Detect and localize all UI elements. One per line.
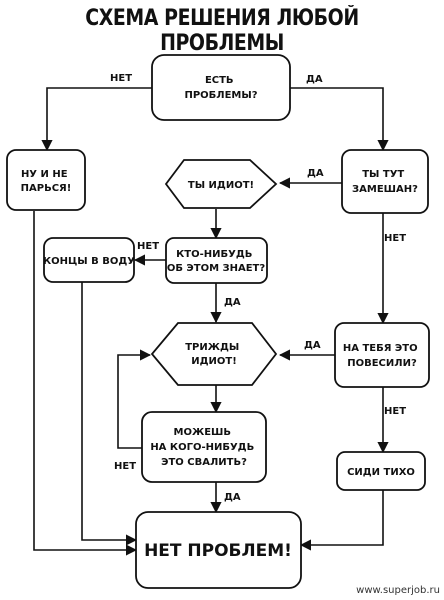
label-blamed-yes: ДА — [304, 340, 321, 351]
text-are-you-involved-line-2: ЗАМЕШАН? — [352, 184, 418, 195]
node-are-you-involved — [341, 149, 429, 214]
label-problems-no: НЕТ — [110, 73, 132, 84]
node-anyone-knows — [165, 237, 268, 284]
label-knows-no: НЕТ — [137, 241, 159, 252]
text-can-you-shift-blame-line-1: МОЖЕШЬ — [174, 427, 232, 438]
text-no-problem-line-1: НЕТ ПРОБЛЕМ! — [144, 541, 292, 561]
edge-dontworry-to-noproblem — [33, 211, 138, 556]
label-involved-yes: ДА — [307, 168, 324, 179]
node-were-you-blamed — [334, 322, 430, 388]
text-triple-idiot: ТРИЖДЫ ИДИОТ! — [185, 342, 243, 367]
text-triple-idiot-line-2: ИДИОТ! — [191, 356, 237, 367]
text-stay-silent: СИДИ ТИХО — [347, 467, 415, 478]
edge-staysilent-to-noproblem — [299, 490, 384, 551]
node-have-problems — [151, 54, 291, 121]
text-anyone-knows: КТО-НИБУДЬ ОБ ЭТОМ ЗНАЕТ? — [167, 249, 266, 274]
label-blamed-no: НЕТ — [384, 406, 406, 417]
text-are-you-involved-line-1: ТЫ ТУТ — [362, 169, 404, 180]
label-problems-yes: ДА — [306, 74, 323, 85]
label-shift-yes: ДА — [224, 492, 241, 503]
text-can-you-shift-blame: МОЖЕШЬ НА КОГО-НИБУДЬ ЭТО СВАЛИТЬ? — [150, 427, 257, 468]
watermark: www.superjob.ru — [356, 585, 440, 596]
text-no-problem: НЕТ ПРОБЛЕМ! — [144, 541, 292, 561]
edge-problems-yes — [290, 87, 389, 152]
text-dont-worry-line-1: НУ И НЕ — [21, 169, 68, 180]
node-you-idiot — [164, 159, 278, 209]
text-can-you-shift-blame-line-2: НА КОГО-НИБУДЬ — [150, 442, 254, 453]
text-are-you-involved: ТЫ ТУТ ЗАМЕШАН? — [352, 169, 418, 195]
label-shift-no: НЕТ — [114, 461, 136, 472]
text-were-you-blamed: НА ТЕБЯ ЭТО ПОВЕСИЛИ? — [343, 343, 421, 369]
text-can-you-shift-blame-line-3: ЭТО СВАЛИТЬ? — [161, 457, 247, 468]
text-dont-worry: НУ И НЕ ПАРЬСЯ! — [21, 169, 72, 194]
node-dont-worry — [6, 149, 86, 211]
text-stay-silent-line-1: СИДИ ТИХО — [347, 467, 415, 478]
label-involved-no: НЕТ — [384, 233, 406, 244]
node-stay-silent — [336, 451, 426, 491]
edge-coverup-to-noproblem — [81, 282, 138, 546]
text-you-idiot-line-1: ТЫ ИДИОТ! — [188, 180, 254, 191]
text-have-problems-line-2: ПРОБЛЕМЫ? — [184, 90, 257, 101]
text-have-problems-line-1: ЕСТЬ — [205, 75, 234, 86]
edge-shift-no — [117, 349, 152, 449]
diagram-title: СХЕМА РЕШЕНИЯ ЛЮБОЙ ПРОБЛЕМЫ — [85, 6, 359, 56]
node-triple-idiot — [150, 322, 278, 386]
node-can-you-shift-blame — [141, 411, 267, 483]
text-have-problems: ЕСТЬ ПРОБЛЕМЫ? — [184, 75, 257, 101]
text-dont-worry-line-2: ПАРЬСЯ! — [21, 183, 72, 194]
node-no-problem — [135, 511, 302, 589]
node-cover-up — [43, 237, 135, 283]
text-triple-idiot-line-1: ТРИЖДЫ — [185, 342, 239, 353]
label-knows-yes: ДА — [224, 297, 241, 308]
text-you-idiot: ТЫ ИДИОТ! — [188, 180, 254, 191]
text-cover-up: КОНЦЫ В ВОДУ — [43, 256, 135, 267]
text-anyone-knows-line-2: ОБ ЭТОМ ЗНАЕТ? — [167, 263, 266, 274]
text-were-you-blamed-line-2: ПОВЕСИЛИ? — [347, 358, 417, 369]
edge-problems-no — [41, 87, 152, 152]
text-anyone-knows-line-1: КТО-НИБУДЬ — [176, 249, 252, 260]
text-cover-up-line-1: КОНЦЫ В ВОДУ — [43, 256, 135, 267]
text-were-you-blamed-line-1: НА ТЕБЯ ЭТО — [343, 343, 418, 354]
